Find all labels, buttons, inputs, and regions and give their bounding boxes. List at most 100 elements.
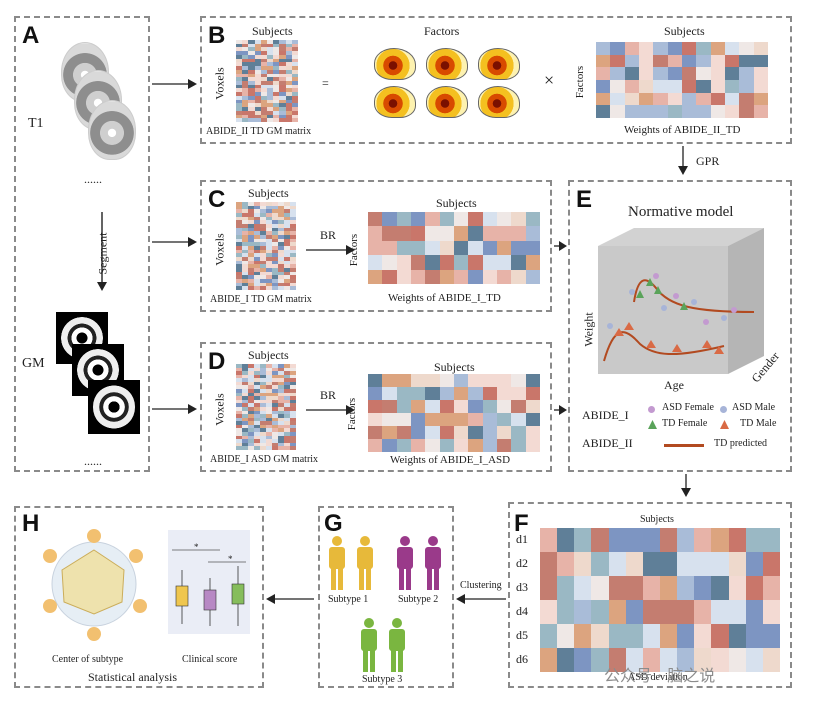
matrix-cell: [278, 257, 284, 261]
matrix-cell: [273, 66, 280, 70]
matrix-cell: [659, 648, 678, 672]
matrix-cell: [285, 118, 292, 122]
matrix-cell: [248, 118, 255, 122]
matrix-cell: [248, 286, 254, 290]
matrix-cell: [368, 212, 383, 227]
matrix-cell: [272, 439, 278, 443]
matrix-cell: [248, 235, 254, 239]
matrix-cell: [540, 528, 558, 552]
matrix-cell: [260, 246, 266, 250]
matrix-cell: [284, 231, 290, 235]
matrix-cell: [284, 224, 290, 228]
matrix-cell: [591, 600, 609, 624]
matrix-cell: [696, 92, 711, 106]
matrix-cell: [410, 240, 426, 256]
matrix-cell: [266, 47, 274, 52]
matrix-cell: [279, 107, 286, 111]
gpr-arrow: [678, 146, 688, 175]
c-weights-matrix: [368, 212, 540, 284]
matrix-cell: [739, 105, 754, 118]
d-br-arrow: [306, 405, 355, 415]
matrix-cell: [425, 413, 440, 426]
matrix-cell: [285, 114, 292, 119]
matrix-cell: [254, 371, 260, 375]
matrix-cell: [272, 253, 278, 257]
matrix-cell: [248, 417, 254, 422]
matrix-cell: [410, 374, 426, 387]
matrix-cell: [248, 260, 254, 265]
matrix-cell: [278, 414, 284, 418]
matrix-cell: [273, 88, 280, 93]
matrix-cell: [272, 264, 278, 268]
matrix-cell: [236, 257, 242, 261]
matrix-cell: [272, 268, 278, 272]
matrix-cell: [260, 110, 267, 115]
matrix-cell: [272, 220, 278, 224]
matrix-cell: [511, 400, 526, 413]
matrix-cell: [260, 235, 266, 239]
matrix-cell: [236, 231, 242, 235]
matrix-cell: [242, 286, 248, 290]
matrix-cell: [236, 205, 242, 210]
matrix-cell: [254, 399, 260, 404]
matrix-cell: [625, 600, 643, 624]
matrix-cell: [667, 54, 682, 68]
matrix-cell: [254, 378, 260, 382]
matrix-cell: [260, 47, 267, 52]
matrix-cell: [248, 66, 255, 70]
matrix-cell: [273, 69, 280, 74]
matrix-cell: [266, 95, 274, 100]
matrix-cell: [254, 249, 260, 254]
matrix-cell: [278, 275, 284, 279]
matrix-cell: [284, 260, 290, 265]
matrix-cell: [266, 414, 272, 418]
legend-asd-male-marker: [720, 406, 727, 413]
matrix-cell: [659, 528, 678, 552]
matrix-cell: [248, 392, 254, 397]
matrix-cell: [236, 114, 243, 119]
matrix-cell: [236, 371, 242, 375]
matrix-cell: [278, 224, 284, 228]
matrix-cell: [242, 238, 248, 243]
matrix-cell: [260, 424, 266, 429]
b-factors-title: Factors: [424, 24, 460, 38]
matrix-cell: [254, 279, 260, 283]
matrix-cell: [745, 648, 763, 672]
matrix-cell: [242, 435, 248, 440]
matrix-cell: [242, 364, 248, 368]
t1-brain-slice-3: [88, 100, 136, 160]
matrix-cell: [290, 246, 296, 250]
matrix-cell: [254, 95, 261, 100]
matrix-cell: [285, 40, 292, 44]
matrix-cell: [681, 105, 697, 118]
matrix-cell: [272, 392, 278, 397]
panel-d-label: D: [208, 348, 226, 375]
matrix-cell: [278, 406, 284, 411]
matrix-cell: [728, 552, 746, 576]
matrix-cell: [236, 77, 243, 81]
matrix-cell: [290, 417, 296, 422]
matrix-cell: [236, 414, 242, 418]
matrix-cell: [496, 226, 512, 241]
matrix-cell: [242, 421, 248, 425]
matrix-cell: [278, 242, 284, 246]
matrix-cell: [284, 238, 290, 243]
matrix-cell: [496, 269, 512, 284]
matrix-cell: [260, 371, 266, 375]
matrix-cell: [290, 209, 296, 213]
matrix-cell: [291, 73, 298, 78]
matrix-cell: [278, 435, 284, 440]
matrix-cell: [266, 406, 272, 411]
matrix-cell: [272, 381, 278, 386]
matrix-cell: [278, 428, 284, 433]
matrix-cell: [254, 260, 260, 265]
matrix-cell: [278, 385, 284, 390]
matrix-cell: [242, 205, 248, 210]
matrix-cell: [482, 269, 497, 284]
matrix-cell: [242, 396, 248, 400]
matrix-cell: [254, 88, 261, 93]
panel-f: F Subjects d1 d2 d3 d4 d5 d6 ASD deviati…: [508, 502, 792, 688]
matrix-cell: [291, 114, 298, 119]
matrix-cell: [254, 118, 261, 122]
matrix-cell: [724, 92, 740, 106]
